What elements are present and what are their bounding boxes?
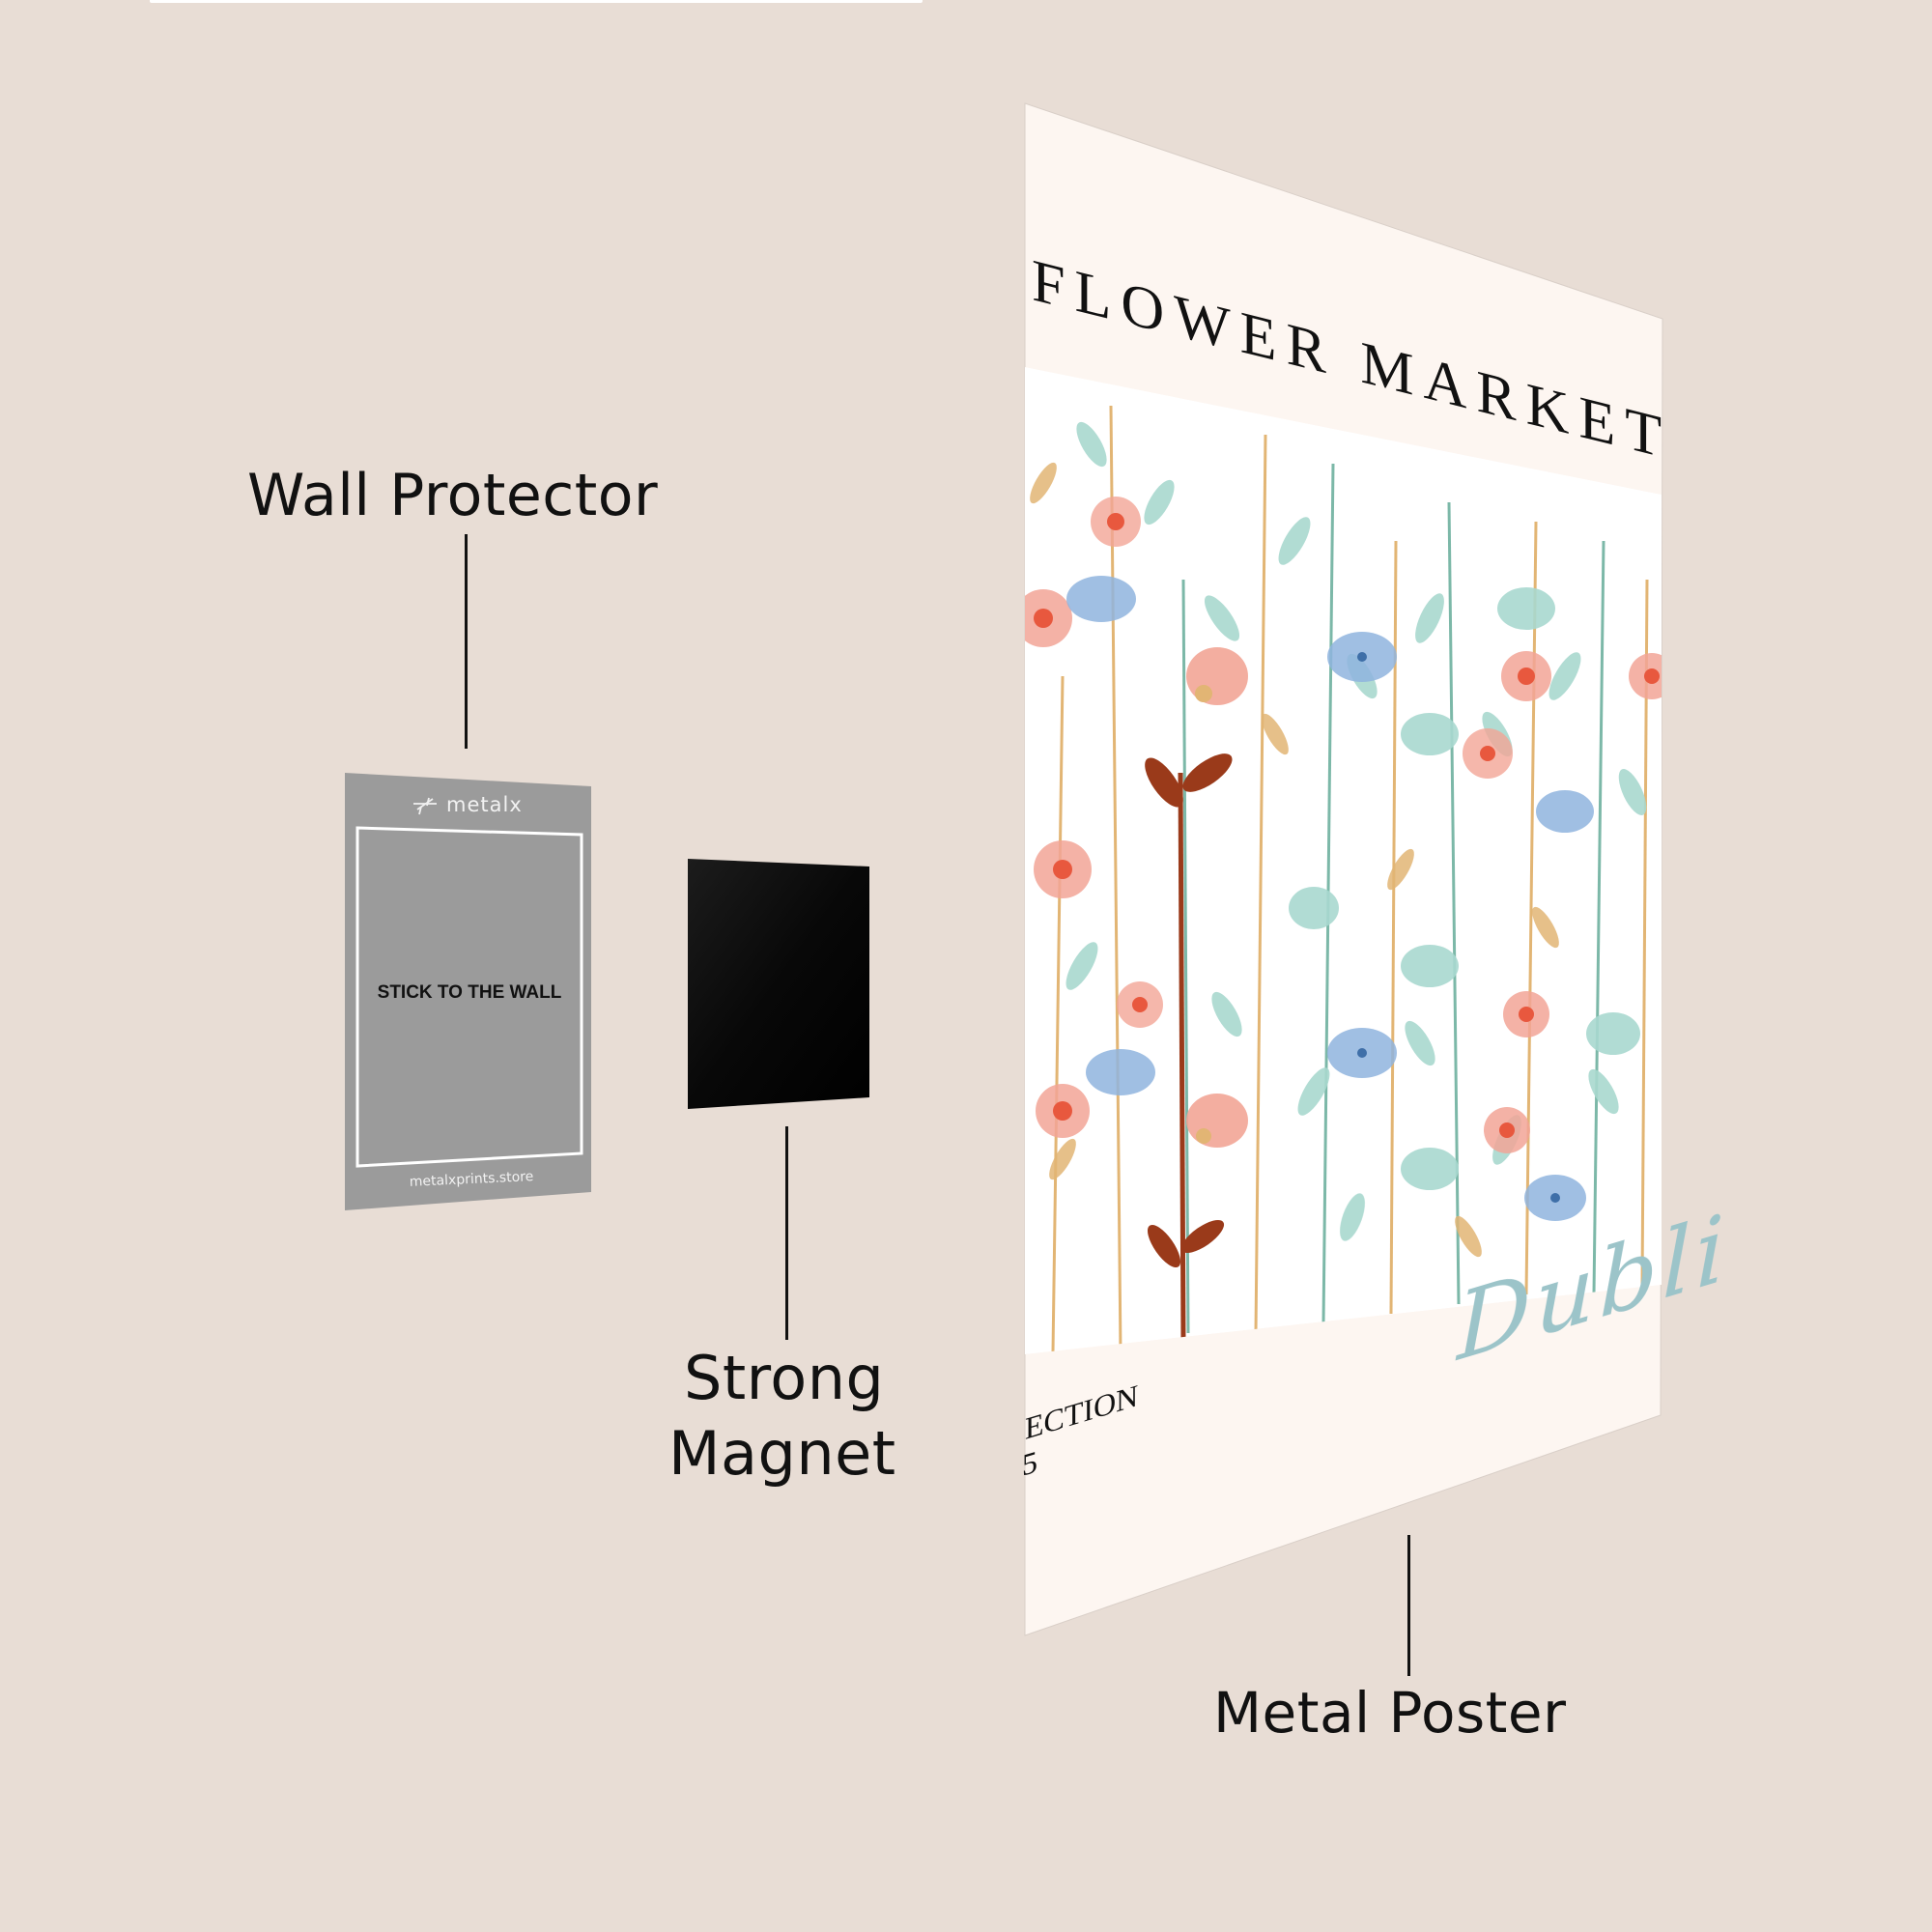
strong-magnet-leader-line: [785, 1126, 788, 1340]
top-edge-strip: [150, 0, 923, 3]
floral-artwork: [1025, 367, 1662, 1354]
wall-protector-card: metalx STICK TO THE WALL metalxprints.st…: [345, 773, 591, 1210]
wall-protector-brand: metalx: [446, 793, 523, 816]
wall-protector-leader-line: [465, 534, 468, 749]
wall-protector-label: Wall Protector: [247, 462, 659, 529]
magnet-sheet: [688, 859, 869, 1109]
metal-poster: FLOWER MARKET Dubli ECTION 5: [1022, 102, 1729, 1636]
wall-protector-frame: [355, 826, 583, 1168]
strong-magnet-label-line1: Strong: [684, 1343, 885, 1413]
wall-protector-body: [345, 773, 591, 1210]
metal-poster-label: Metal Poster: [1213, 1680, 1567, 1746]
wall-protector-instruction: STICK TO THE WALL: [378, 982, 562, 1003]
wall-protector-url: metalxprints.store: [409, 1169, 533, 1190]
strong-magnet-label-line2: Magnet: [668, 1418, 896, 1489]
metal-poster-leader-line: [1407, 1535, 1410, 1676]
flower-blooms: [1025, 497, 1662, 1221]
poster-subtitle-number: 5: [1022, 1445, 1037, 1484]
metalx-logo-icon: [413, 797, 437, 815]
